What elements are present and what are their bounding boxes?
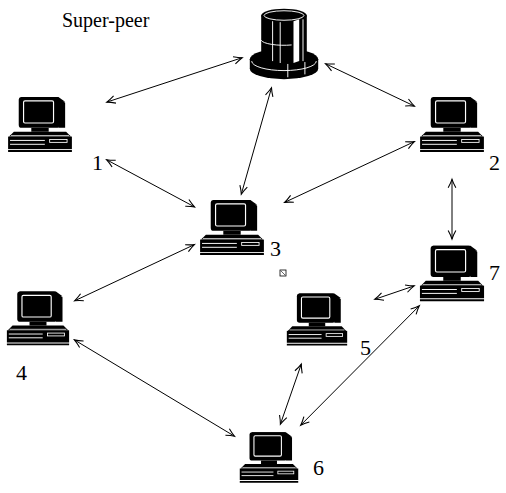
peer-computer: 6 [238, 428, 324, 486]
peer-computer: 5 [285, 290, 371, 360]
peer-number: 1 [92, 150, 103, 175]
super-peer-server: Super-peer [246, 4, 322, 84]
computer-icon [285, 290, 349, 348]
peer-number: 5 [360, 335, 371, 360]
peer-computer: 1 [5, 95, 103, 175]
peer-number: 2 [489, 150, 500, 175]
small-marker [280, 270, 286, 276]
peer-number: 6 [313, 455, 324, 480]
connection-arrow [326, 64, 415, 106]
peer-number: 3 [270, 236, 281, 261]
connection-arrow [280, 364, 301, 424]
node-name: Super-peer [62, 9, 149, 32]
peer-computer: 4 [5, 288, 71, 385]
server-icon [246, 4, 322, 84]
computer-icon [418, 95, 486, 153]
connection-arrow [107, 58, 242, 102]
connection-arrow [285, 142, 415, 203]
peer-computer: 3 [198, 198, 281, 261]
computer-icon [198, 198, 266, 256]
small-marker-line [281, 271, 285, 275]
computer-icon [5, 288, 71, 348]
peer-number: 7 [489, 260, 500, 285]
connection-arrow [107, 160, 195, 207]
computer-icon [238, 428, 300, 486]
connection-arrow [75, 245, 195, 301]
peer-number: 4 [16, 360, 27, 385]
connection-arrow [74, 340, 234, 436]
connection-arrow [241, 88, 271, 194]
computer-icon [5, 95, 75, 153]
connection-arrow [452, 179, 453, 239]
connection-arrow [375, 286, 414, 299]
peer-computer: 7 [418, 243, 500, 303]
computer-icon [418, 243, 486, 303]
peer-computer: 2 [418, 95, 500, 175]
